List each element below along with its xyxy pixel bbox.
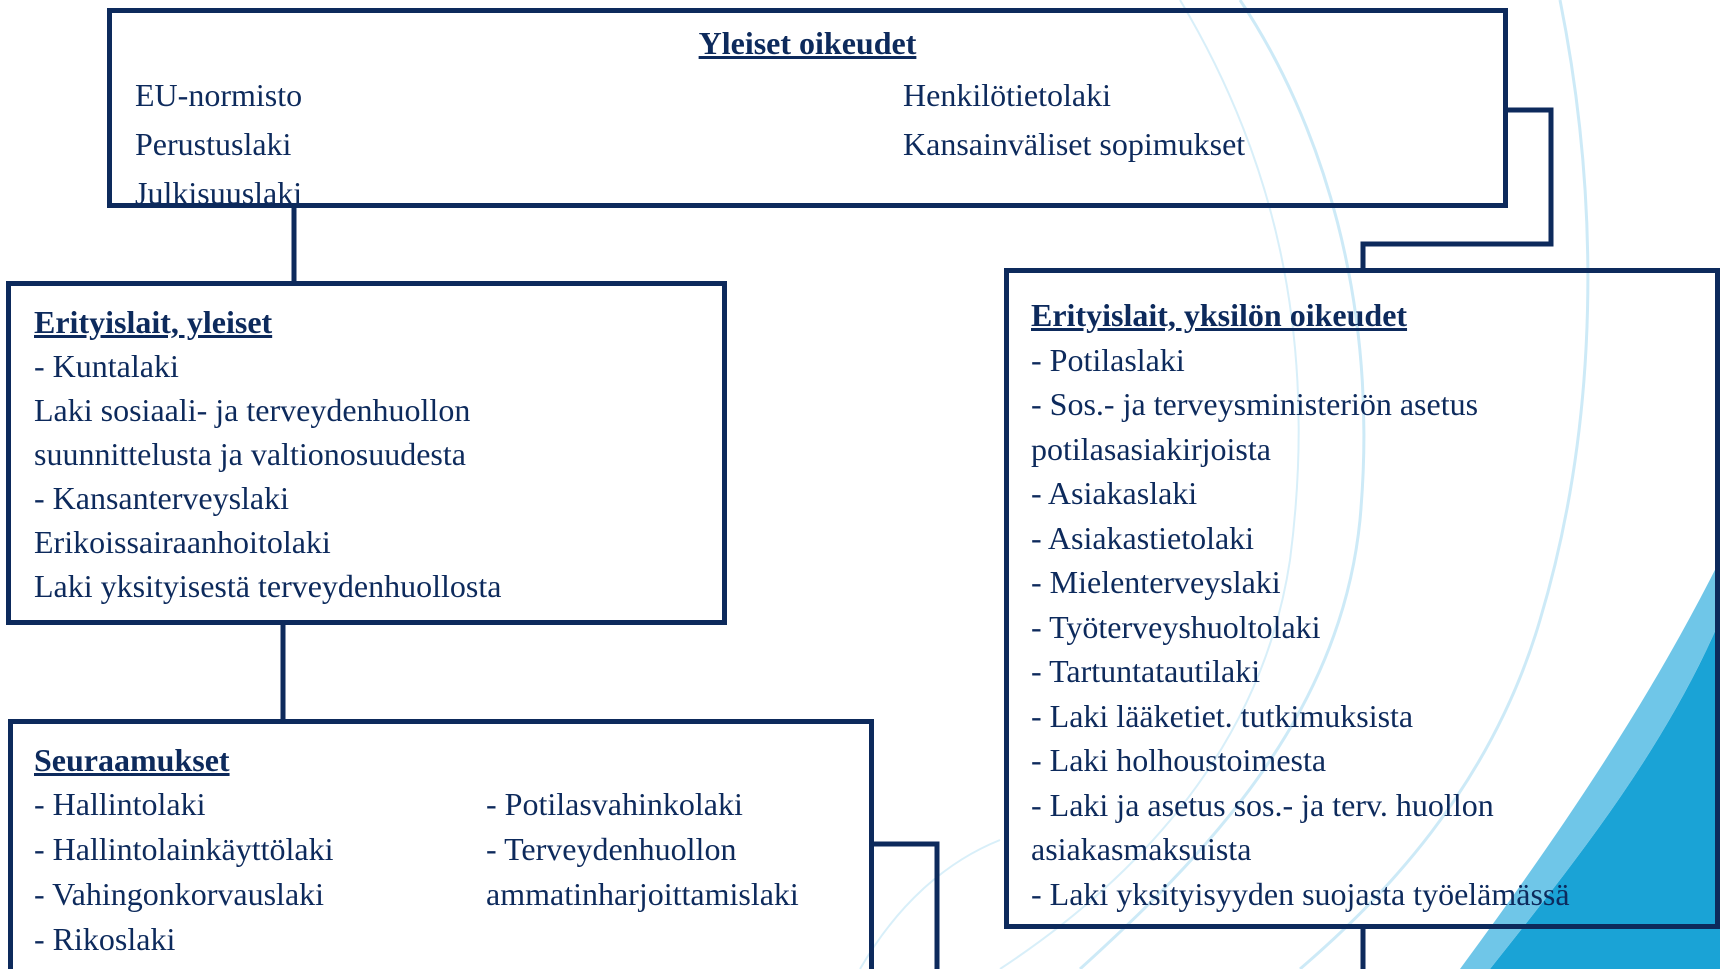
list-item: - Kuntalaki [34, 348, 179, 384]
list-item: EU-normisto [135, 77, 303, 113]
consequences-right-list: - Potilasvahinkolaki - Terveydenhuollon … [486, 782, 799, 917]
list-item: - Asiakastietolaki [1031, 519, 1255, 556]
special-laws-general-content: Erityislait, yleiset - Kuntalaki Laki so… [34, 300, 501, 608]
list-item: - Potilasvahinkolaki [486, 786, 743, 822]
general-rights-box: Yleiset oikeudet EU-normisto Perustuslak… [107, 8, 1508, 211]
special-laws-general-box: Erityislait, yleiset - Kuntalaki Laki so… [6, 281, 727, 625]
consequences-box: Seuraamukset - Hallintolaki - Hallintola… [8, 719, 874, 969]
consequences-left-list: - Hallintolaki - Hallintolainkäyttölaki … [34, 782, 333, 962]
special-laws-general-title: Erityislait, yleiset [34, 304, 273, 340]
list-item: - Vahingonkorvauslaki [34, 876, 325, 912]
list-item: asiakasmaksuista [1031, 831, 1252, 867]
general-rights-left-list: EU-normisto Perustuslaki Julkisuuslaki [135, 71, 302, 218]
list-item: - Kansanterveyslaki [34, 480, 290, 516]
list-item: Perustuslaki [135, 126, 292, 162]
list-item: suunnittelusta ja valtionosuudesta [34, 436, 466, 472]
list-item: - Mielenterveyslaki [1031, 564, 1281, 600]
list-item: - Hallintolainkäyttölaki [34, 831, 334, 867]
general-rights-title: Yleiset oikeudet [698, 25, 917, 61]
list-item: - Terveydenhuollon [486, 831, 737, 867]
list-item: - Laki ja asetus sos.- ja terv. huollon [1031, 786, 1494, 823]
list-item: Kansainväliset sopimukset [903, 126, 1246, 162]
list-item: - Laki holhoustoimesta [1031, 742, 1327, 778]
general-rights-right-list: Henkilötietolaki Kansainväliset sopimuks… [903, 71, 1245, 169]
list-item: Erikoissairaanhoitolaki [34, 524, 331, 560]
list-item: potilasasiakirjoista [1031, 430, 1271, 467]
list-item: - Laki yksityisyyden suojasta työelämäss… [1031, 875, 1570, 912]
special-laws-individual-box: Erityislait, yksilön oikeudet - Potilasl… [1004, 268, 1720, 929]
list-item: - Laki lääketiet. tutkimuksista [1031, 697, 1414, 734]
special-laws-individual-title: Erityislait, yksilön oikeudet [1031, 297, 1408, 333]
list-item: - Sos.- ja terveysministeriön asetus [1031, 386, 1479, 422]
list-item: Laki yksityisestä terveydenhuollosta [34, 568, 502, 604]
list-item: Laki sosiaali- ja terveydenhuollon [34, 392, 471, 428]
list-item: - Työterveyshuoltolaki [1031, 608, 1321, 645]
special-laws-individual-content: Erityislait, yksilön oikeudet - Potilasl… [1031, 293, 1570, 916]
list-item: - Hallintolaki [34, 786, 206, 822]
list-item: Julkisuuslaki [135, 175, 303, 211]
list-item: ammatinharjoittamislaki [486, 876, 799, 912]
list-item: - Asiakaslaki [1031, 475, 1198, 511]
list-item: - Rikoslaki [34, 921, 176, 957]
list-item: Henkilötietolaki [903, 77, 1111, 113]
connector-general-to-individual [1360, 107, 1554, 268]
list-item: - Tartuntatautilaki [1031, 653, 1261, 689]
list-item: - Potilaslaki [1031, 341, 1185, 378]
connector-consequences-right [874, 841, 940, 969]
consequences-title: Seuraamukset [34, 742, 230, 778]
